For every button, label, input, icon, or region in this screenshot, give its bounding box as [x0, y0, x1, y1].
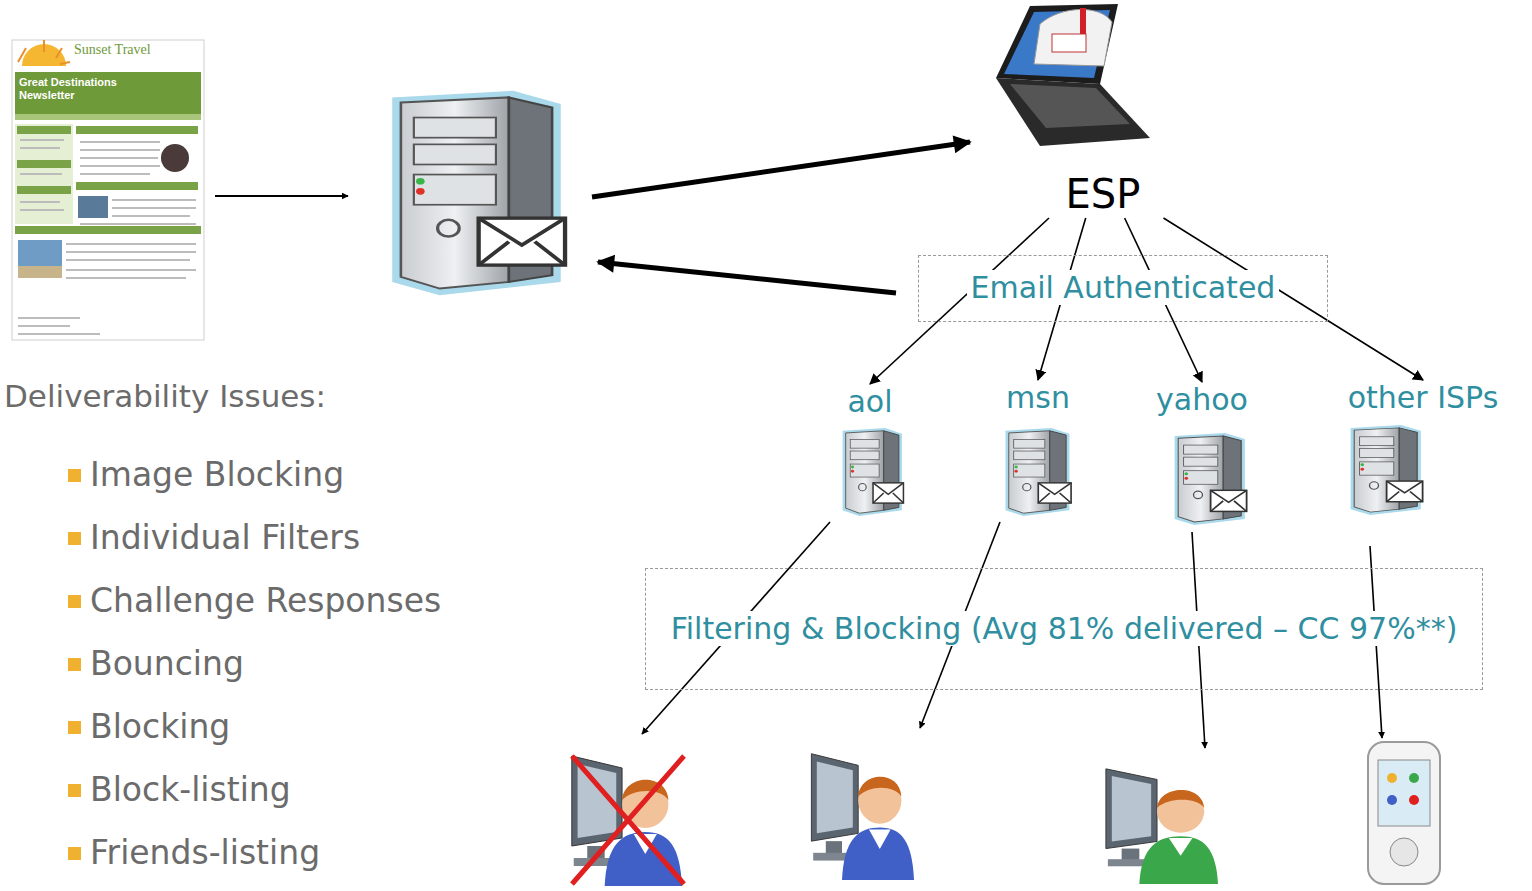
- newsletter-page: [12, 40, 204, 340]
- flow-arrow: [215, 195, 348, 197]
- list-item: Friends-listing: [90, 833, 320, 873]
- list-item: Image Blocking: [90, 455, 344, 495]
- list-item: Individual Filters: [90, 518, 360, 558]
- send-arrow: [592, 142, 970, 197]
- sidebar-heading: [17, 126, 71, 134]
- aol-server: [843, 428, 904, 516]
- sidebar-heading: [17, 186, 71, 194]
- msn-server: [1005, 428, 1071, 516]
- text-lines: [80, 200, 196, 224]
- beach-photo: [18, 240, 62, 278]
- laptop-keyboard: [1010, 84, 1130, 128]
- bullet: [68, 721, 81, 734]
- text-patch: Filtering & Blocking (Avg 81% delivered …: [667, 611, 1462, 646]
- band-text: Email Authenticated: [967, 265, 1280, 312]
- phone-icon: [1387, 795, 1397, 805]
- authentication-band: Email Authenticated: [918, 255, 1328, 322]
- node-label: aol: [847, 384, 892, 420]
- text-lines: [18, 140, 196, 334]
- list-item: Challenge Responses: [90, 581, 441, 621]
- sidebar-heading: [17, 160, 71, 168]
- mailbox-flag: [1080, 8, 1086, 34]
- list-item: Blocking: [90, 707, 230, 747]
- article-heading: [76, 182, 198, 190]
- filtering-band: Filtering & Blocking (Avg 81% delivered …: [645, 568, 1483, 690]
- isp-node: msn: [992, 380, 1084, 522]
- laptop-screen: [996, 4, 1118, 84]
- return-arrow: [598, 262, 896, 293]
- node-label: msn: [1006, 380, 1070, 416]
- phone-button: [1390, 838, 1418, 866]
- node-label: other ISPs: [1348, 380, 1499, 416]
- blocked-cross: [572, 756, 684, 884]
- node-label: ESP: [1066, 170, 1141, 218]
- sending-server: [392, 91, 565, 296]
- article-photo: [161, 144, 189, 172]
- node-label: yahoo: [1156, 382, 1248, 418]
- laptop-base: [996, 78, 1150, 146]
- recipient: [811, 754, 914, 880]
- list-heading: Deliverability Issues:: [4, 378, 326, 415]
- list-item: Block-listing: [90, 770, 291, 810]
- text-lines: [18, 318, 100, 334]
- mobile-phone: [1368, 742, 1440, 884]
- text-patch: Email Authenticated: [967, 270, 1280, 305]
- isp-server: [1351, 425, 1423, 515]
- bullet: [68, 658, 81, 671]
- letter: [1052, 34, 1086, 52]
- article-heading: [15, 226, 201, 234]
- phone-icon: [1409, 773, 1419, 783]
- isp-node: aol: [826, 384, 914, 522]
- sun-rays: [18, 40, 70, 64]
- isp-node: yahoo: [1146, 382, 1258, 532]
- bullet: [68, 847, 81, 860]
- newsletter-header: [15, 72, 201, 114]
- text-lines: [80, 142, 160, 174]
- esp-node: ESP: [995, 0, 1211, 218]
- bullets: [68, 469, 81, 860]
- text-lines: [20, 140, 64, 210]
- esp-laptop: [996, 4, 1150, 146]
- article-photo: [78, 196, 108, 218]
- yahoo-server: [1175, 433, 1247, 525]
- phone-screen: [1378, 760, 1430, 826]
- bullet: [68, 784, 81, 797]
- newsletter-title: Great Destinations Newsletter: [19, 76, 139, 102]
- bullet: [68, 532, 81, 545]
- text-lines: [66, 244, 196, 278]
- article-heading: [76, 126, 198, 134]
- phone-icon: [1409, 795, 1419, 805]
- beach-sand: [18, 266, 62, 278]
- phone-icon: [1387, 773, 1397, 783]
- isp-node: other ISPs: [1318, 380, 1528, 522]
- newsletter-thumbnail: [12, 40, 204, 340]
- sidebar: [15, 124, 73, 224]
- recipient: [1106, 769, 1218, 884]
- header-stripe: [15, 114, 201, 120]
- list-item: Bouncing: [90, 644, 244, 684]
- newsletter-logo: Sunset Travel: [74, 42, 151, 59]
- bullet: [68, 469, 81, 482]
- bullet: [68, 595, 81, 608]
- phone-body: [1368, 742, 1440, 884]
- mailbox: [1034, 9, 1112, 66]
- band-text: Filtering & Blocking (Avg 81% delivered …: [667, 606, 1462, 653]
